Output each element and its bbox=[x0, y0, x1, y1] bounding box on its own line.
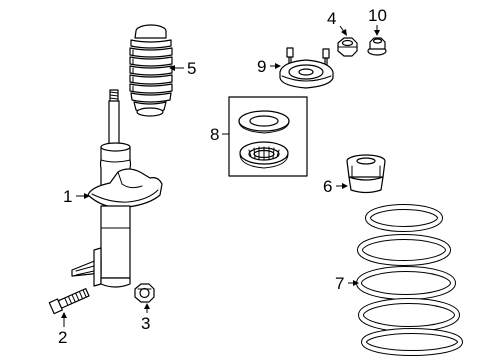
bearing-kit bbox=[228, 96, 308, 177]
jounce-bumper bbox=[346, 154, 386, 194]
upper-nut bbox=[337, 37, 358, 57]
strut-assembly bbox=[71, 89, 163, 288]
callout-1: 1 bbox=[63, 187, 72, 206]
callout-3: 3 bbox=[141, 314, 150, 333]
dust-boot bbox=[129, 24, 173, 117]
callout-10: 10 bbox=[368, 6, 387, 25]
upper-mount bbox=[279, 47, 334, 89]
flange-nut bbox=[367, 37, 387, 56]
leader-lines bbox=[61, 25, 380, 327]
nut bbox=[134, 283, 155, 303]
callout-7: 7 bbox=[335, 274, 344, 293]
callout-8: 8 bbox=[210, 125, 219, 144]
coil-spring bbox=[356, 204, 463, 356]
callout-4: 4 bbox=[327, 9, 336, 28]
callout-5: 5 bbox=[187, 59, 196, 78]
bolt bbox=[48, 288, 90, 315]
callout-6: 6 bbox=[323, 177, 332, 196]
callout-2: 2 bbox=[58, 328, 67, 347]
callout-9: 9 bbox=[257, 57, 266, 76]
